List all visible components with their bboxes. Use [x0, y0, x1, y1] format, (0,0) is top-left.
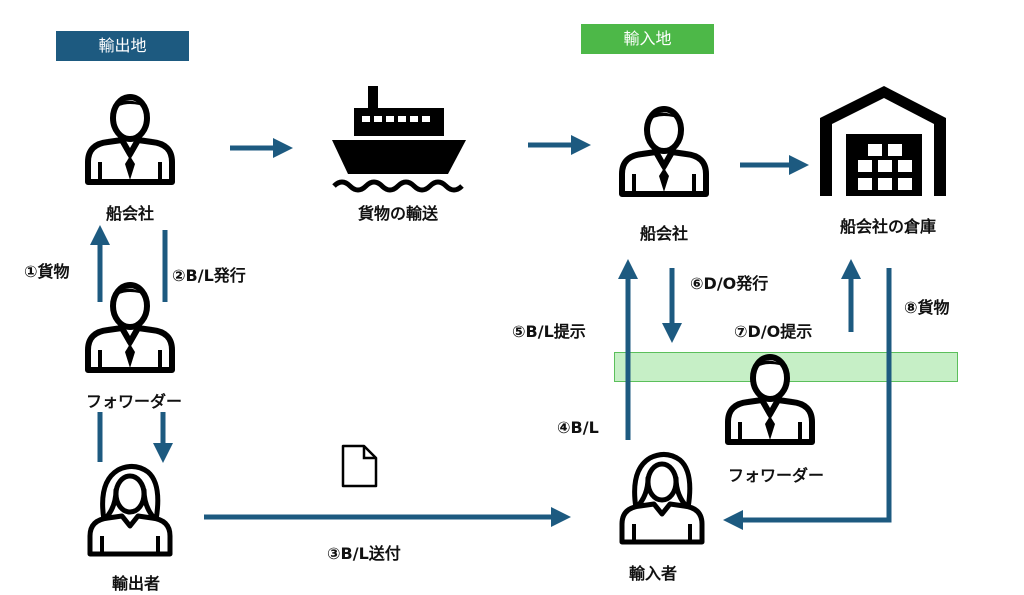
importer-icon	[622, 454, 702, 542]
export-shipping-co-label: 船会社	[105, 204, 155, 223]
export-region-label: 輸出地	[56, 31, 189, 61]
ship-icon	[332, 86, 466, 193]
step8-label: ⑧貨物	[904, 298, 950, 317]
step2-label: ②B/L発行	[172, 266, 246, 285]
step1-label: ①貨物	[24, 262, 70, 281]
import-forwarder-label: フォワーダー	[727, 466, 825, 485]
step7-label: ⑦D/O提示	[734, 322, 813, 341]
step3-label: ③B/L送付	[327, 544, 401, 563]
exporter-label: 輸出者	[111, 574, 161, 593]
step6-label: ⑥D/O発行	[690, 274, 769, 293]
step5-label: ⑤B/L提示	[512, 322, 586, 341]
step4-label: ④B/L	[557, 418, 599, 437]
import-shipping-co-icon	[622, 109, 706, 194]
export-shipping-co-icon	[88, 97, 172, 182]
arrows	[90, 135, 892, 530]
import-shipping-co-label: 船会社	[639, 224, 689, 243]
document-icon	[341, 444, 378, 488]
cargo-transport-label: 貨物の輸送	[357, 204, 439, 223]
warehouse-label: 船会社の倉庫	[839, 217, 937, 236]
exporter-icon	[90, 466, 170, 554]
import-forwarder-icon	[728, 357, 812, 442]
arrow-step8-cargo	[723, 268, 892, 530]
importer-label: 輸入者	[628, 564, 678, 583]
warehouse-icon	[820, 86, 946, 196]
import-region-label: 輸入地	[581, 24, 714, 54]
export-forwarder-label: フォワーダー	[85, 392, 183, 411]
